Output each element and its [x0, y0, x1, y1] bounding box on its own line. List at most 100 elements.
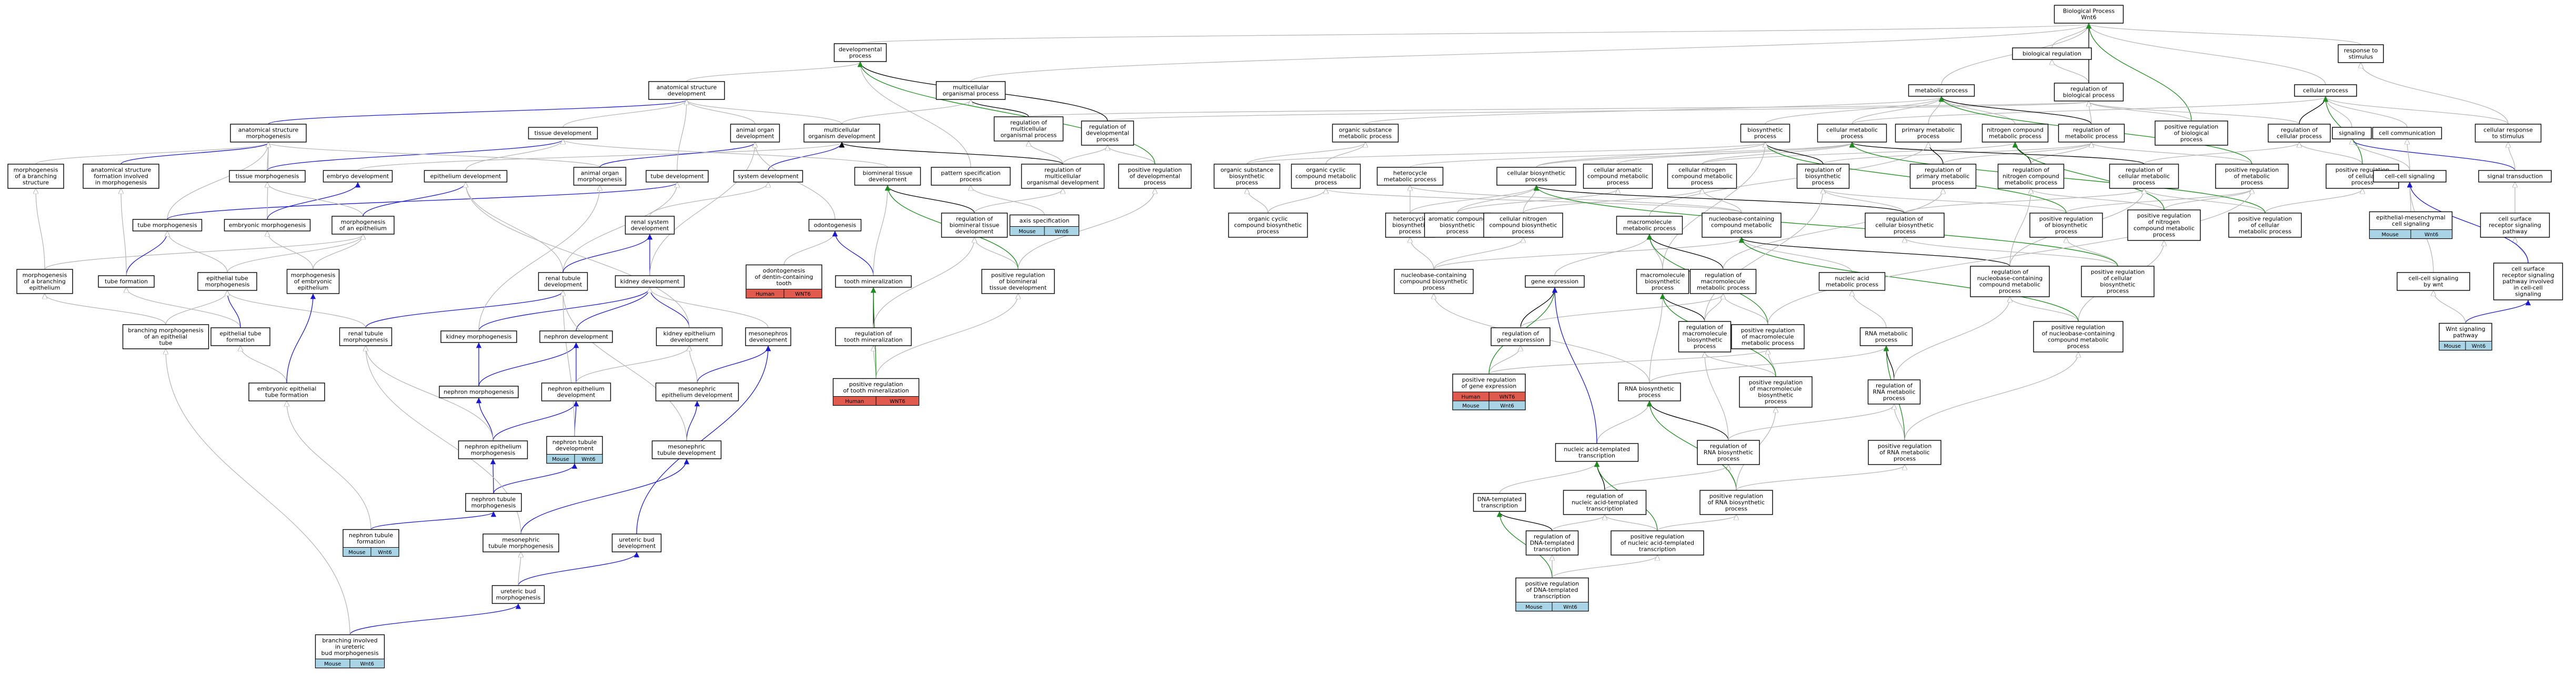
go-term-node[interactable]: tube development: [646, 170, 709, 183]
go-term-node[interactable]: nephron morphogenesis: [439, 386, 519, 398]
go-term-node[interactable]: tube formation: [98, 275, 155, 288]
go-term-node[interactable]: biological regulation: [2012, 47, 2092, 60]
go-term-node[interactable]: cell-cell signaling: [2373, 170, 2447, 183]
go-term-node[interactable]: embryonic morphogenesis: [224, 219, 311, 231]
go-term-node[interactable]: cellular process: [2294, 84, 2357, 97]
go-term-node[interactable]: system development: [733, 170, 803, 183]
go-term-node[interactable]: tooth mineralization: [835, 275, 912, 288]
go-term-node[interactable]: gene expression: [1525, 275, 1585, 288]
go-term-node[interactable]: signal transduction: [2478, 170, 2552, 183]
go-term-node[interactable]: signaling: [2332, 127, 2372, 139]
go-term-node[interactable]: tube morphogenesis: [132, 219, 203, 231]
go-term-node[interactable]: tissue morphogenesis: [229, 170, 306, 183]
go-term-node[interactable]: tissue development: [528, 127, 598, 139]
go-term-node[interactable]: nephron development: [539, 330, 613, 343]
go-term-node[interactable]: embryo development: [323, 170, 393, 183]
go-term-node[interactable]: regulation ofnucleobase-containingcompou…: [1970, 266, 2050, 297]
go-term-node[interactable]: cell communication: [2372, 127, 2442, 139]
go-term-node[interactable]: regulation ofmacromoleculebiosyntheticpr…: [1678, 321, 1732, 352]
go-term-node[interactable]: metabolic process: [1908, 84, 1975, 97]
